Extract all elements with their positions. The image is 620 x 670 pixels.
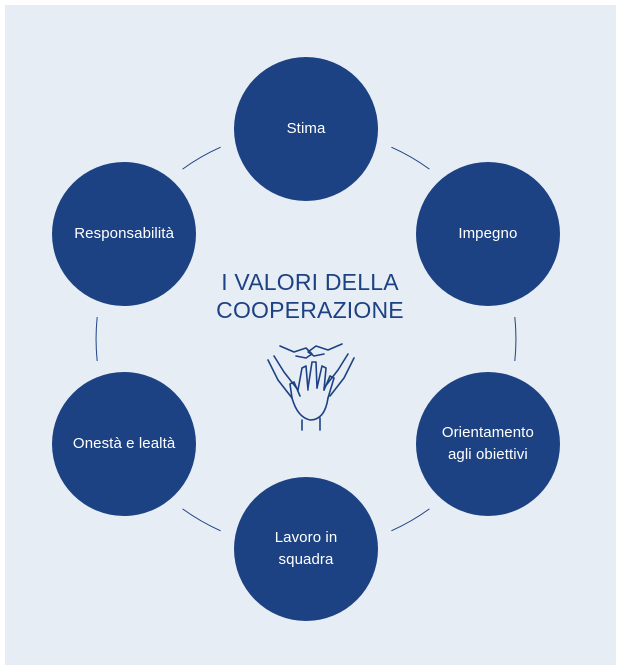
value-label-line1: Orientamento <box>441 424 534 441</box>
connector-arc <box>182 146 221 170</box>
diagram-title: I VALORI DELLA COOPERAZIONE <box>185 268 435 324</box>
connector-arc <box>95 316 98 362</box>
connector-arc <box>514 316 517 362</box>
value-node-stima: Stima <box>234 57 378 201</box>
value-label-line1: Onestà e lealtà <box>72 435 176 452</box>
connector-arc <box>391 146 430 170</box>
value-label-line1: Lavoro in <box>274 529 338 546</box>
value-node-responsabilita: Responsabilità <box>52 162 197 306</box>
title-line-1: I VALORI DELLA <box>221 269 399 295</box>
value-node-lavoro: Lavoro in squadra <box>234 477 378 621</box>
value-node-impegno: Impegno <box>415 162 560 306</box>
value-label-line1: Stima <box>286 120 326 137</box>
title-line-2: COOPERAZIONE <box>216 297 404 323</box>
value-node-onesta: Onestà e lealtà <box>52 372 197 516</box>
connector-arc <box>391 508 430 532</box>
connector-arc <box>182 508 221 532</box>
value-node-orientamento: Orientamento agli obiettivi <box>415 372 560 516</box>
hands-together-icon <box>267 343 355 431</box>
value-label-line1: Responsabilità <box>74 225 175 242</box>
value-label-line1: Impegno <box>458 225 518 242</box>
value-label-line2: agli obiettivi <box>447 446 528 463</box>
value-label-line2: squadra <box>278 551 334 568</box>
